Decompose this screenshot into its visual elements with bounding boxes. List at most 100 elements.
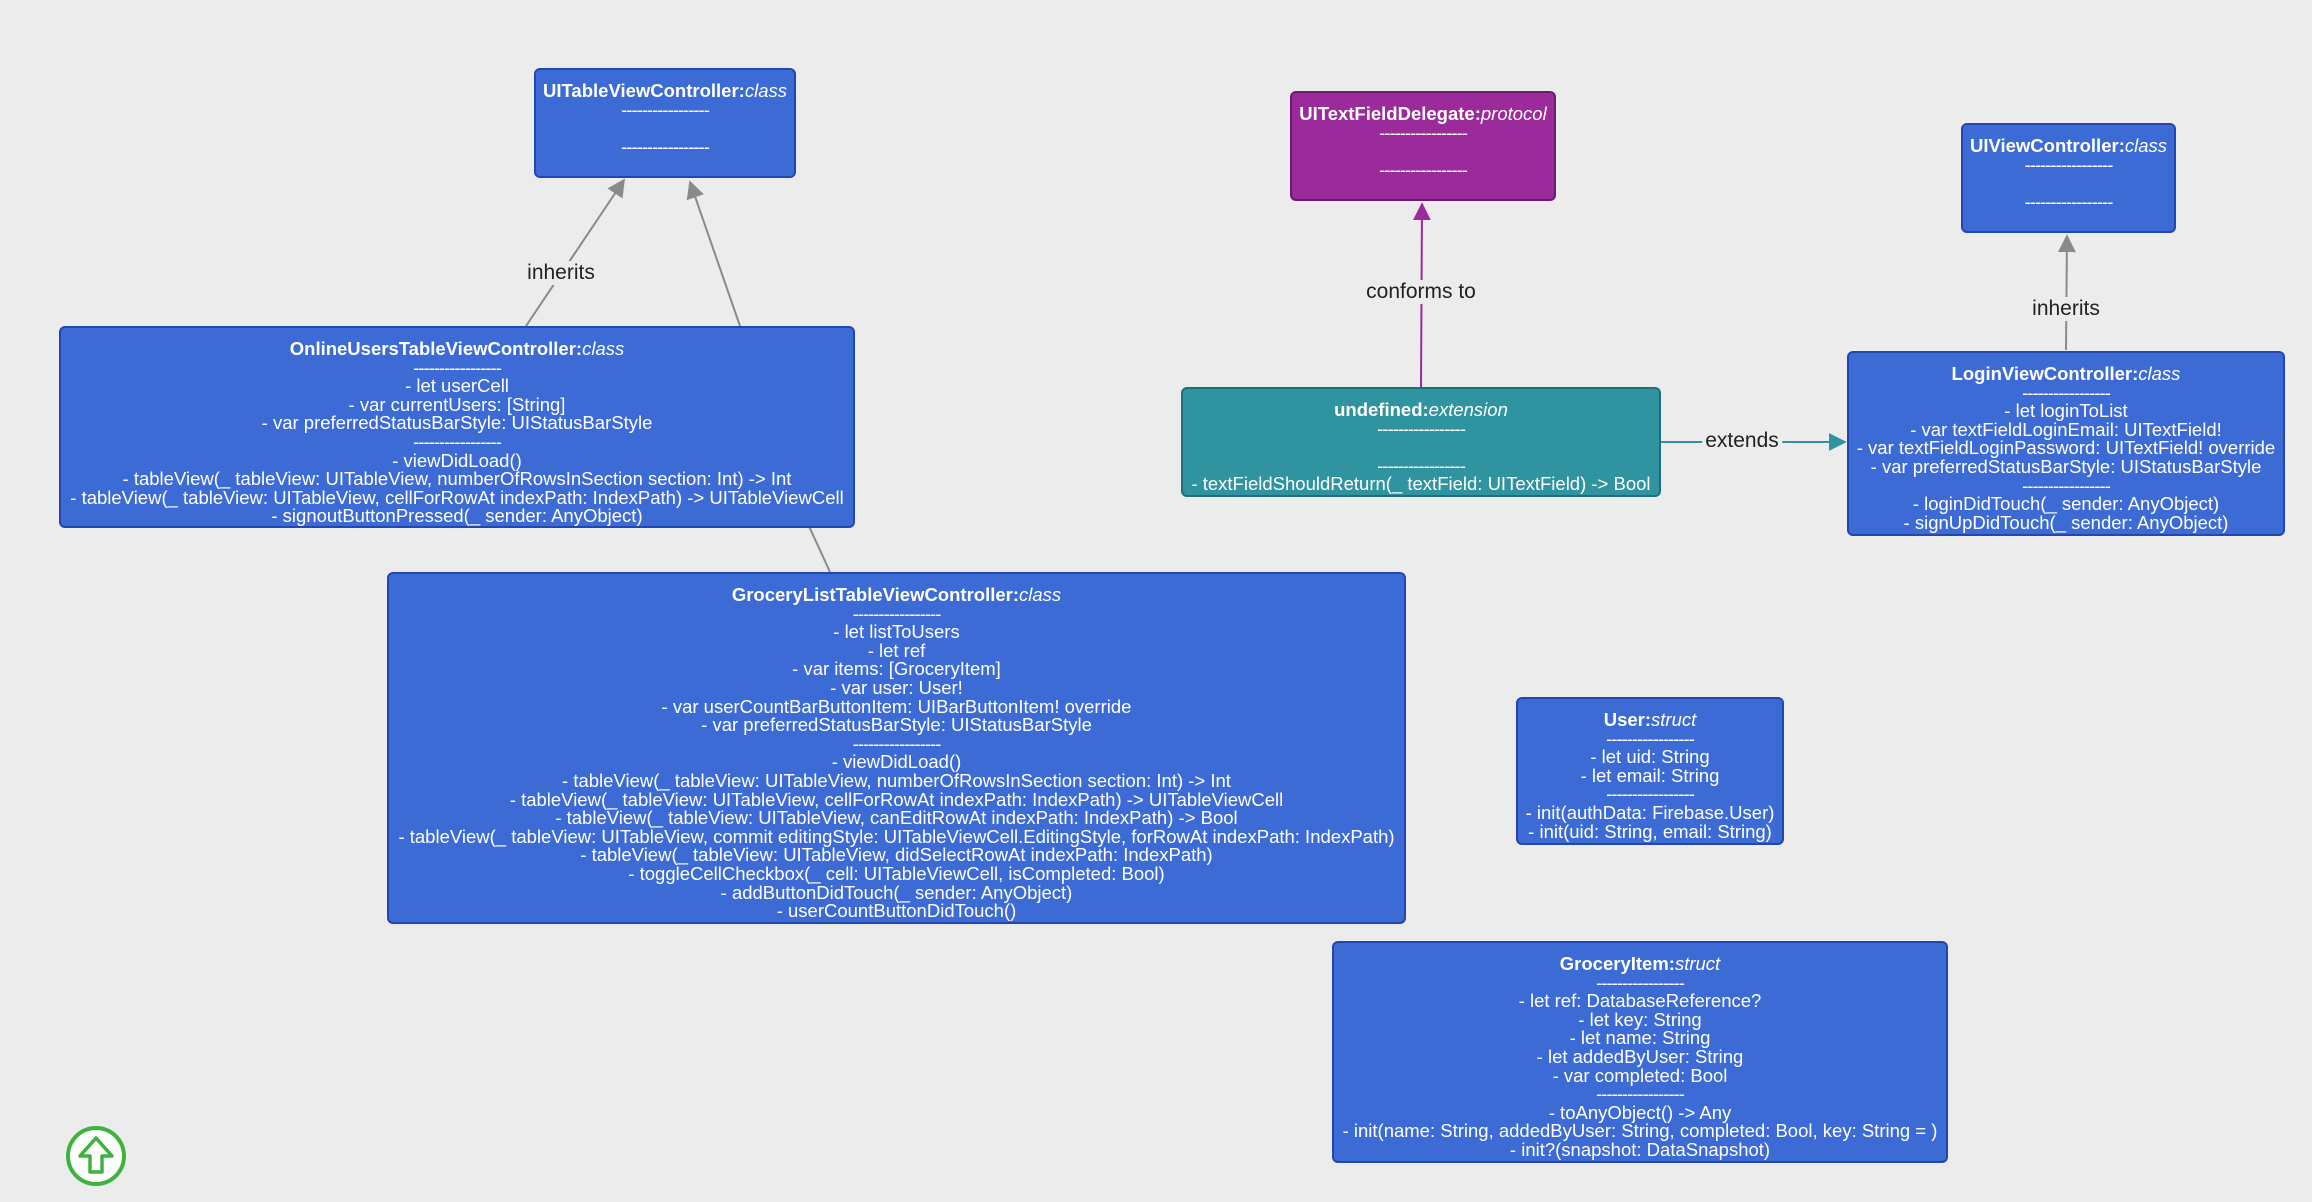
node-separator: ----------------- [852, 602, 942, 624]
node-stereotype: class [1019, 584, 1062, 605]
scroll-top-button[interactable] [66, 1126, 126, 1186]
node-property: - var items: [GroceryItem] [792, 658, 1001, 680]
node-method: - init(authData: Firebase.User) [1525, 801, 1775, 823]
node-uiviewcontroller[interactable]: UIViewController:class----------------- … [1961, 123, 2176, 233]
node-name: GroceryItem [1559, 953, 1669, 974]
node-method: - viewDidLoad() [392, 449, 522, 471]
node-property: - var userCountBarButtonItem: UIBarButto… [661, 695, 1132, 717]
node-separator: ----------------- [852, 732, 942, 754]
node-property: - let loginToList [2004, 400, 2128, 422]
node-title: undefined:extension [1334, 399, 1508, 420]
edge-onlineusers-inherits [525, 178, 626, 327]
node-empty-section [1183, 438, 1659, 457]
node-separator: ----------------- [1606, 727, 1695, 749]
node-method: - signoutButtonPressed(_ sender: AnyObje… [271, 505, 643, 527]
node-empty-section [1292, 142, 1554, 161]
node-method: - toggleCellCheckbox(_ cell: UITableView… [628, 862, 1165, 884]
node-name: UITextFieldDelegate [1299, 103, 1475, 124]
node-title: UITextFieldDelegate:protocol [1299, 103, 1547, 124]
node-method: - signUpDidTouch(_ sender: AnyObject) [1903, 511, 2229, 533]
node-property: - var preferredStatusBarStyle: UIStatusB… [701, 714, 1092, 736]
node-method: - toAnyObject() -> Any [1548, 1101, 1732, 1123]
node-stereotype: protocol [1480, 103, 1547, 124]
node-stereotype: class [2124, 135, 2168, 156]
node-grocerylisttableviewcontroller[interactable]: GroceryListTableViewController:class----… [387, 572, 1406, 924]
node-separator: ----------------- [1606, 783, 1695, 805]
node-title: UITableViewController:class [543, 80, 787, 101]
node-user[interactable]: User:struct------------------ let uid: S… [1516, 697, 1784, 845]
node-separator: ----------------- [1379, 158, 1468, 180]
node-method: - tableView(_ tableView: UITableView, nu… [562, 769, 1231, 791]
node-separator: ----------------- [2024, 153, 2114, 175]
node-property: - var completed: Bool [1552, 1064, 1728, 1086]
node-method: - init(uid: String, email: String) [1528, 820, 1772, 842]
node-method: - tableView(_ tableView: UITableView, ca… [555, 807, 1238, 829]
node-name: GroceryListTableViewController [731, 584, 1013, 605]
node-stereotype: struct [1674, 953, 1721, 974]
node-separator: ----------------- [413, 356, 502, 378]
node-property: - var textFieldLoginPassword: UITextFiel… [1856, 437, 2276, 459]
edge-label-extension-extends: extends [1702, 429, 1782, 453]
node-method: - tableView(_ tableView: UITableView, di… [580, 844, 1213, 866]
up-arrow-icon [78, 1136, 114, 1174]
node-separator: ----------------- [2022, 381, 2111, 403]
node-method: - userCountButtonDidTouch() [776, 900, 1017, 922]
node-method: - tableView(_ tableView: UITableView, nu… [122, 468, 792, 490]
node-property: - let uid: String [1590, 746, 1710, 768]
node-stereotype: class [2138, 363, 2181, 384]
node-title: UIViewController:class [1969, 135, 2168, 156]
node-stereotype: extension [1428, 399, 1508, 420]
node-method: - tableView(_ tableView: UITableView, co… [398, 825, 1395, 847]
node-name: LoginViewController [1951, 363, 2133, 384]
edge-label-login-inherits: inherits [2029, 297, 2103, 321]
node-separator: ----------------- [2024, 190, 2114, 212]
node-method: - textFieldShouldReturn(_ textField: UIT… [1191, 473, 1651, 495]
node-name: User [1603, 709, 1645, 730]
node-separator: ----------------- [1596, 971, 1685, 993]
node-property: - let ref [867, 639, 926, 661]
node-undefined-extension[interactable]: undefined:extension----------------- ---… [1181, 387, 1661, 497]
node-property: - let addedByUser: String [1536, 1045, 1744, 1067]
node-title: User:struct [1603, 709, 1697, 730]
node-separator: ----------------- [1377, 454, 1466, 476]
edge-login-inherits [2057, 234, 2076, 351]
node-empty-section [536, 119, 794, 138]
node-property: - var user: User! [830, 676, 963, 698]
node-property: - let email: String [1580, 764, 1720, 786]
node-property: - var preferredStatusBarStyle: UIStatusB… [1870, 455, 2262, 477]
node-name: UIViewController [1969, 135, 2119, 156]
node-property: - let listToUsers [833, 621, 960, 643]
node-method: - init?(snapshot: DataSnapshot) [1509, 1138, 1771, 1160]
node-separator: ----------------- [621, 98, 710, 120]
node-property: - let userCell [405, 375, 509, 397]
node-title: LoginViewController:class [1951, 363, 2181, 384]
node-stereotype: class [744, 80, 787, 101]
node-title: GroceryListTableViewController:class [731, 584, 1062, 605]
edge-label-onlineusers-inherits: inherits [524, 261, 598, 285]
node-name: OnlineUsersTableViewController [289, 338, 576, 359]
node-separator: ----------------- [2022, 474, 2111, 496]
node-separator: ----------------- [413, 430, 502, 452]
node-empty-section [1963, 174, 2174, 193]
edge-label-extension-conforms: conforms to [1363, 280, 1479, 304]
node-title: OnlineUsersTableViewController:class [289, 338, 625, 359]
node-method: - viewDidLoad() [831, 751, 962, 773]
node-property: - let name: String [1569, 1027, 1711, 1049]
node-property: - var currentUsers: [String] [348, 393, 566, 415]
node-onlineuserstableviewcontroller[interactable]: OnlineUsersTableViewController:class----… [59, 326, 855, 528]
node-method: - loginDidTouch(_ sender: AnyObject) [1912, 493, 2220, 515]
node-property: - let key: String [1578, 1008, 1702, 1030]
node-loginviewcontroller[interactable]: LoginViewController:class---------------… [1847, 351, 2285, 536]
node-method: - init(name: String, addedByUser: String… [1342, 1120, 1938, 1142]
node-separator: ----------------- [1379, 121, 1468, 143]
node-uitextfielddelegate[interactable]: UITextFieldDelegate:protocol------------… [1290, 91, 1556, 201]
node-title: GroceryItem:struct [1559, 953, 1721, 974]
node-property: - var textFieldLoginEmail: UITextField! [1910, 418, 2222, 440]
node-name: UITableViewController [543, 80, 739, 101]
node-separator: ----------------- [621, 135, 710, 157]
node-uitableviewcontroller[interactable]: UITableViewController:class-------------… [534, 68, 796, 178]
node-groceryitem[interactable]: GroceryItem:struct------------------ let… [1332, 941, 1948, 1163]
node-property: - let ref: DatabaseReference? [1518, 990, 1762, 1012]
node-stereotype: class [582, 338, 625, 359]
